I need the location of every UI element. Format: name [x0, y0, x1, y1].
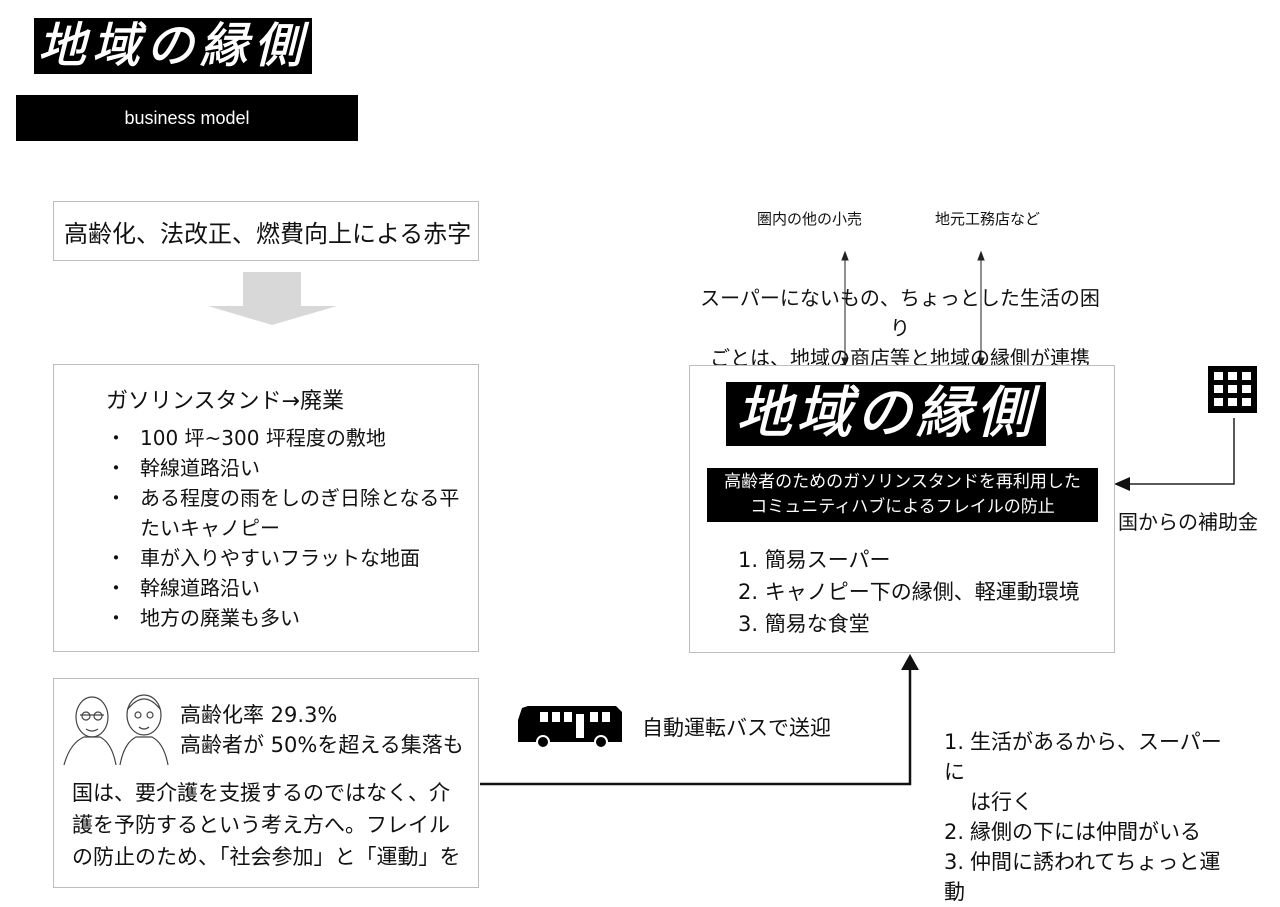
- bus-icon: [518, 706, 622, 749]
- reason-text-cont: は行く: [970, 790, 1033, 814]
- service-item: 1. 簡易スーパー: [738, 548, 891, 572]
- feature-item: 幹線道路沿い: [106, 453, 460, 483]
- subsidy-label: 国からの補助金: [1118, 510, 1258, 534]
- hub-tagline-line-1: 高齢者のためのガソリンスタンドを再利用した: [724, 472, 1081, 492]
- reason-text: 仲間に誘われてちょっと運動: [944, 850, 1221, 904]
- bus-label: 自動運転バスで送迎: [642, 716, 831, 740]
- partner-arrow-right: [977, 250, 985, 368]
- partner-label-builders: 地元工務店など: [935, 210, 1041, 228]
- gas-station-features: 100 坪~300 坪程度の敷地 幹線道路沿い ある程度の雨をしのぎ日除となる平…: [106, 423, 460, 633]
- feature-item: ある程度の雨をしのぎ日除となる平たいキャノピー: [106, 483, 460, 543]
- down-arrow: [208, 272, 337, 325]
- feature-item: 地方の廃業も多い: [106, 603, 460, 633]
- aging-rate-stat: 高齢化率 29.3%: [180, 703, 338, 727]
- community-hub-box: 地域の縁側 高齢者のためのガソリンスタンドを再利用した コミュニティハブによるフ…: [689, 365, 1115, 653]
- elderly-village-stat: 高齢者が 50%を超える集落も: [180, 733, 464, 757]
- aging-society-box: 高齢化率 29.3% 高齢者が 50%を超える集落も 国は、要介護を支援するので…: [53, 678, 479, 888]
- reason-number: 1.: [944, 730, 965, 754]
- hub-tagline-line-2: コミュニティハブによるフレイルの防止: [750, 497, 1055, 517]
- hub-logo: 地域の縁側: [726, 381, 1046, 446]
- reason-number: 3.: [944, 850, 965, 874]
- hub-services: 1. 簡易スーパー 2. キャノピー下の縁側、軽運動環境 3. 簡易な食堂: [738, 544, 1080, 640]
- feature-item: 幹線道路沿い: [106, 573, 460, 603]
- service-item: 3. 簡易な食堂: [738, 612, 870, 636]
- cause-text: 高齢化、法改正、燃費向上による赤字: [64, 219, 472, 248]
- hub-tagline: 高齢者のためのガソリンスタンドを再利用した コミュニティハブによるフレイルの防止: [707, 468, 1098, 522]
- collaboration-note: スーパーにないもの、ちょっとした生活の困り ごとは、地域の商店等と地域の縁側が連…: [700, 283, 1100, 373]
- partner-arrow-left: [841, 250, 849, 368]
- feature-item: 車が入りやすいフラットな地面: [106, 543, 460, 573]
- elderly-people-illustration: [63, 694, 169, 766]
- reasons-list: 1.生活があるから、スーパーに は行く 2.縁側の下には仲間がいる 3.仲間に誘…: [944, 727, 1234, 907]
- reason-item: 1.生活があるから、スーパーに は行く: [944, 727, 1234, 817]
- partner-label-retail: 圏内の他の小売: [757, 210, 863, 228]
- title-logo: 地域の縁側: [34, 18, 313, 75]
- reason-number: 2.: [944, 820, 965, 844]
- collaboration-line-1: スーパーにないもの、ちょっとした生活の困り: [700, 286, 1100, 340]
- gas-station-box: ガソリンスタンド→廃業 100 坪~300 坪程度の敷地 幹線道路沿い ある程度…: [53, 364, 479, 652]
- subsidy-arrow: [1114, 418, 1235, 491]
- gas-station-title: ガソリンスタンド→廃業: [106, 389, 344, 414]
- service-item: 2. キャノピー下の縁側、軽運動環境: [738, 580, 1080, 604]
- reason-text: 縁側の下には仲間がいる: [970, 820, 1201, 844]
- reason-text: 生活があるから、スーパーに: [944, 730, 1222, 784]
- route-arrow: [480, 654, 919, 786]
- policy-text: 国は、要介護を支援するのではなく、介護を予防するという考え方へ。フレイルの防止の…: [72, 781, 461, 869]
- subtitle-bar: business model: [16, 95, 358, 141]
- cause-box: 高齢化、法改正、燃費向上による赤字: [53, 201, 479, 261]
- reason-item: 3.仲間に誘われてちょっと運動: [944, 847, 1234, 907]
- feature-item: 100 坪~300 坪程度の敷地: [106, 423, 460, 453]
- building-icon: [1208, 366, 1257, 413]
- reason-item: 2.縁側の下には仲間がいる: [944, 817, 1234, 847]
